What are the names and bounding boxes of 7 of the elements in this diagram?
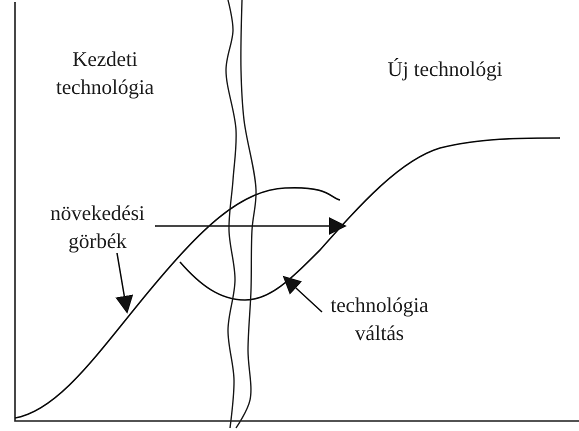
leader-arrow <box>155 217 347 235</box>
label-text: technológia váltás <box>330 292 430 347</box>
leader-arrow <box>282 276 322 313</box>
leader-arrow <box>115 252 134 314</box>
label-text: Kezdeti technológia <box>55 46 155 101</box>
label-text: Új technológi <box>386 56 504 83</box>
label-text: növekedési görbék <box>49 200 146 255</box>
